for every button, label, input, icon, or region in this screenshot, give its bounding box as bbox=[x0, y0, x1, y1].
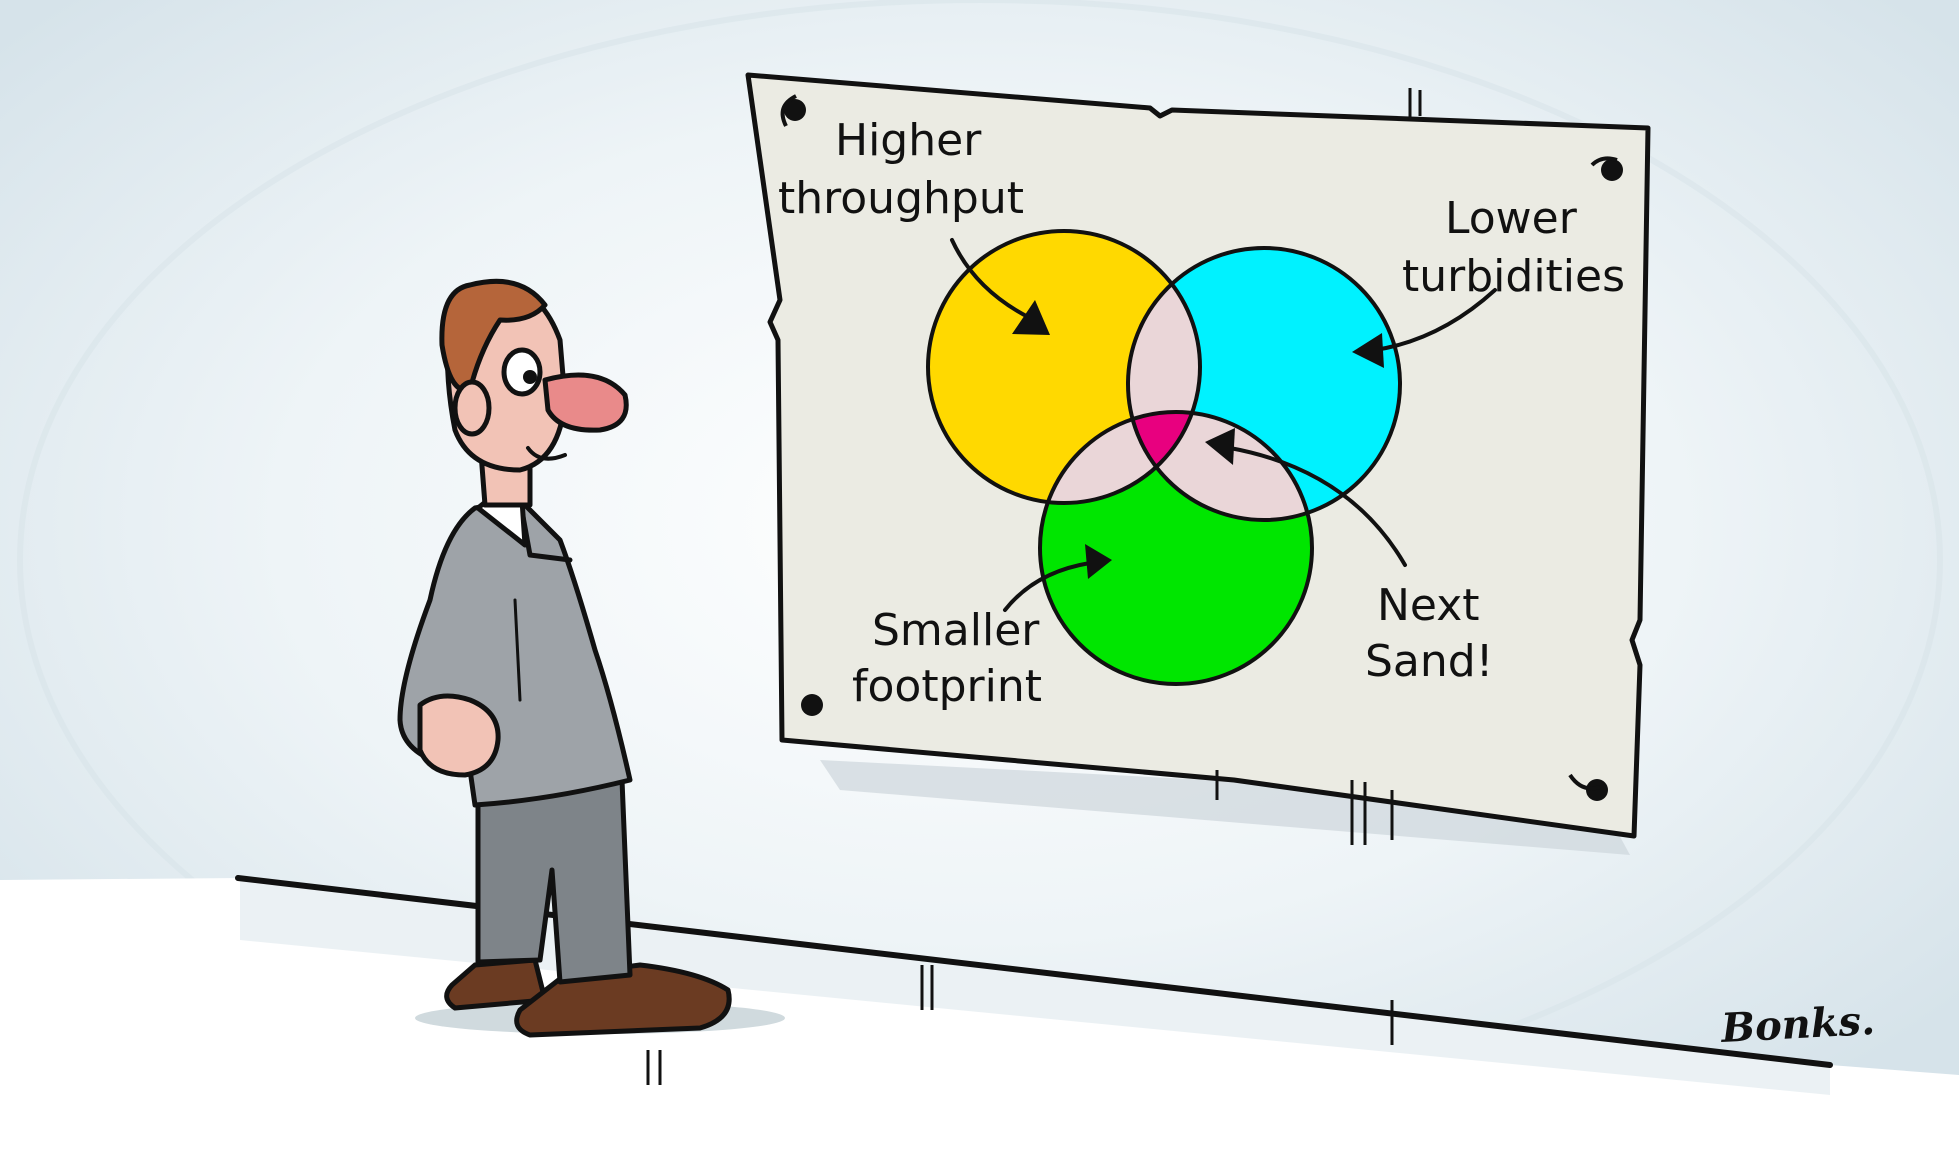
label-lower-turbidities-line1: Lower bbox=[1445, 193, 1578, 244]
label-next-sand-line1: Next bbox=[1377, 580, 1480, 631]
pin-bottom-right-curl bbox=[1568, 773, 1601, 791]
arrow-lower-turbidities bbox=[1373, 288, 1497, 352]
pin-top-left bbox=[784, 99, 806, 121]
arrow-lower-turbidities-head bbox=[1352, 333, 1384, 368]
arrow-next-sand-head bbox=[1205, 428, 1235, 465]
arrow-higher-throughput bbox=[950, 238, 1032, 320]
man-trousers bbox=[475, 777, 633, 985]
man-smile bbox=[526, 446, 567, 461]
pin-top-left-curl bbox=[780, 94, 797, 127]
arrow-higher-throughput-head bbox=[1012, 300, 1050, 335]
man-nose bbox=[542, 372, 629, 433]
pin-top-right bbox=[1601, 159, 1623, 181]
label-smaller-footprint: Smaller footprint bbox=[852, 605, 1053, 712]
poster-shadow bbox=[820, 760, 1630, 855]
pin-bottom-left bbox=[801, 694, 823, 716]
label-lower-turbidities: Lower turbidities bbox=[1402, 193, 1625, 302]
motion-ticks bbox=[646, 88, 1422, 1085]
venn-overlap-ac bbox=[1040, 412, 1200, 503]
poster-pins bbox=[780, 94, 1623, 801]
label-lower-turbidities-line2: turbidities bbox=[1402, 251, 1625, 302]
arrow-smaller-footprint-head bbox=[1085, 544, 1112, 579]
label-next-sand-line2: Sand! bbox=[1365, 636, 1493, 687]
label-higher-throughput-line1: Higher bbox=[835, 115, 982, 166]
man-pupil bbox=[523, 370, 537, 384]
arrow-smaller-footprint bbox=[1003, 561, 1092, 612]
arrow-next-sand bbox=[1228, 446, 1407, 567]
label-smaller-footprint-line1: Smaller bbox=[872, 605, 1040, 656]
venn-diagram bbox=[926, 229, 1402, 686]
label-higher-throughput: Higher throughput bbox=[778, 115, 1024, 224]
label-higher-throughput-line2: throughput bbox=[778, 173, 1024, 224]
floor-shadow bbox=[240, 878, 1830, 1095]
man-left-shoe bbox=[444, 957, 548, 1011]
label-next-sand: Next Sand! bbox=[1365, 580, 1494, 687]
label-smaller-footprint-line2: footprint bbox=[852, 661, 1042, 712]
pin-bottom-right bbox=[1586, 779, 1608, 801]
venn-overlap-bc bbox=[1128, 412, 1312, 520]
artist-signature: Bonks. bbox=[1719, 997, 1876, 1052]
venn-arrows bbox=[950, 238, 1497, 612]
man-jacket-seam bbox=[513, 598, 522, 702]
man-ear bbox=[452, 379, 492, 437]
pin-top-right-curl bbox=[1590, 156, 1618, 167]
man-figure bbox=[397, 278, 785, 1038]
man-hands bbox=[417, 693, 501, 778]
